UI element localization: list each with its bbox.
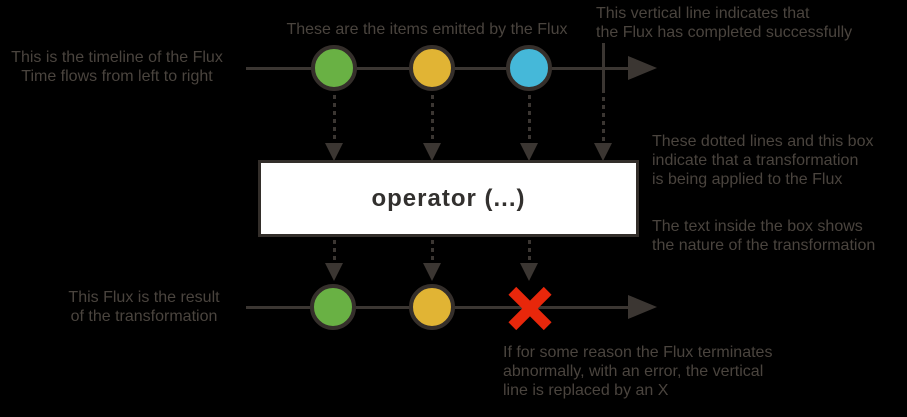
annotation-line: Time flows from left to right (21, 68, 213, 85)
down-arrow-icon (325, 143, 343, 161)
transformation-annotation: These dotted lines and this box indicate… (652, 132, 873, 189)
annotation-line: is being applied to the Flux (652, 171, 843, 188)
complete-annotation: This vertical line indicates that the Fl… (596, 4, 852, 42)
annotation-line: If for some reason the Flux terminates (503, 344, 773, 361)
dotted-line (333, 95, 336, 143)
annotation-line: the nature of the transformation (652, 237, 876, 254)
box-text-annotation: The text inside the box shows the nature… (652, 217, 875, 255)
source-marble-green (311, 45, 357, 91)
annotation-line: The text inside the box shows (652, 218, 863, 235)
down-arrow-icon (520, 143, 538, 161)
down-arrow-icon (423, 263, 441, 281)
annotation-line: These are the items emitted by the Flux (286, 21, 568, 38)
timeline-annotation: This is the timeline of the Flux Time fl… (6, 48, 228, 86)
source-marble-yellow (409, 45, 455, 91)
items-annotation: These are the items emitted by the Flux (277, 20, 577, 39)
complete-marker (602, 43, 605, 93)
operator-label: operator (...) (371, 184, 526, 212)
annotation-line: These dotted lines and this box (652, 133, 874, 150)
annotation-line: the Flux has completed successfully (596, 24, 853, 41)
result-marble-green (310, 284, 356, 330)
dotted-line (333, 240, 336, 263)
dotted-line (528, 240, 531, 263)
down-arrow-icon (423, 143, 441, 161)
dotted-line (431, 95, 434, 143)
source-marble-blue (506, 45, 552, 91)
annotation-line: This is the timeline of the Flux (11, 49, 223, 66)
annotation-line: abnormally, with an error, the vertical (503, 363, 764, 380)
source-timeline-arrow-icon (628, 56, 657, 80)
result-timeline-arrow-icon (628, 295, 657, 319)
annotation-line: line is replaced by an X (503, 382, 669, 399)
operator-box: operator (...) (258, 160, 639, 237)
down-arrow-icon (520, 263, 538, 281)
annotation-line: This vertical line indicates that (596, 5, 810, 22)
down-arrow-icon (325, 263, 343, 281)
dotted-line (431, 240, 434, 263)
result-annotation: This Flux is the result of the transform… (54, 288, 234, 326)
annotation-line: indicate that a transformation (652, 152, 859, 169)
result-marble-yellow (409, 284, 455, 330)
dotted-line (528, 95, 531, 143)
annotation-line: of the transformation (70, 308, 218, 325)
down-arrow-icon (594, 143, 612, 161)
annotation-line: This Flux is the result (68, 289, 220, 306)
error-annotation: If for some reason the Flux terminates a… (503, 343, 772, 400)
dotted-line (602, 97, 605, 143)
